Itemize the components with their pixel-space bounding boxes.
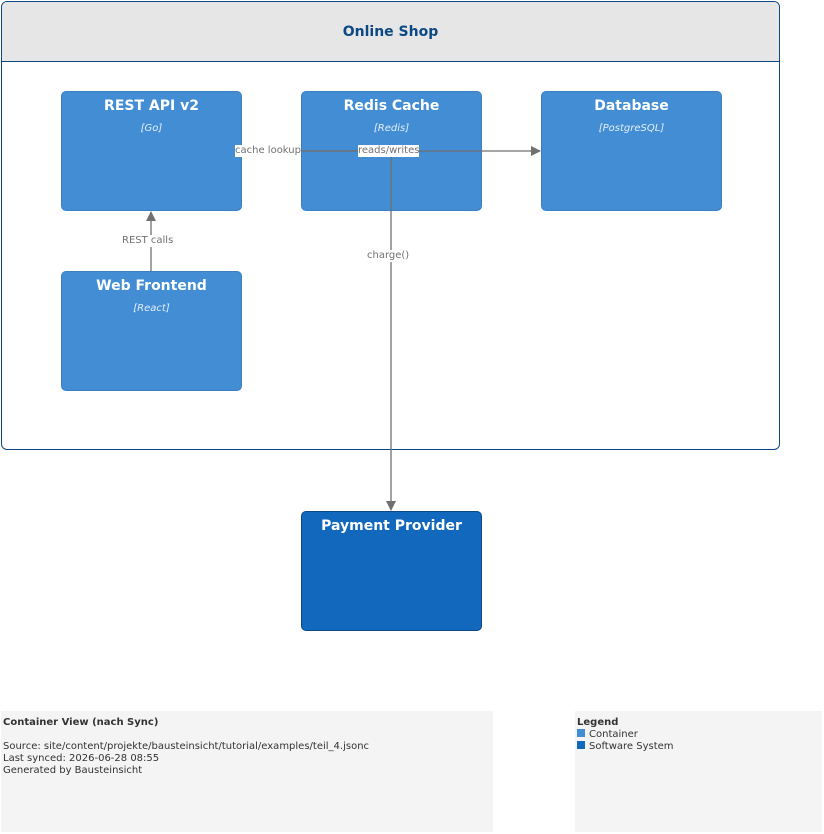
info-panel-title: Container View (nach Sync) bbox=[3, 717, 159, 728]
edge-label-rest-calls: REST calls bbox=[122, 235, 174, 247]
legend-item-container: Container bbox=[577, 729, 820, 741]
payment-provider-system[interactable]: Payment Provider bbox=[301, 511, 482, 631]
edge-label-charge: charge() bbox=[367, 250, 410, 262]
web-frontend-name: Web Frontend bbox=[96, 278, 207, 294]
software-system-swatch-icon bbox=[577, 741, 585, 749]
rest-api-container[interactable]: REST API v2 [Go] bbox=[61, 91, 242, 211]
web-frontend-technology: [React] bbox=[133, 303, 170, 314]
rest-api-name: REST API v2 bbox=[104, 98, 199, 114]
rest-api-technology: [Go] bbox=[140, 123, 163, 134]
database-name: Database bbox=[594, 98, 669, 114]
diagram-info-panel: Container View (nach Sync) Source: site/… bbox=[1, 711, 493, 832]
edge-label-reads-writes: reads/writes bbox=[358, 145, 420, 157]
boundary-title: Online Shop bbox=[342, 23, 439, 40]
payment-provider-name: Payment Provider bbox=[321, 518, 462, 534]
legend-title: Legend bbox=[577, 717, 619, 728]
web-frontend-container[interactable]: Web Frontend [React] bbox=[61, 271, 242, 391]
legend-item-software-system: Software System bbox=[577, 741, 820, 753]
database-technology: [PostgreSQL] bbox=[598, 123, 665, 134]
edge-label-cache-lookup: cache lookup bbox=[235, 145, 301, 157]
legend-panel: Legend Container Software System bbox=[575, 711, 822, 832]
info-panel-synced: Last synced: 2026-06-28 08:55 bbox=[3, 753, 160, 764]
legend-item-label: Container bbox=[589, 729, 638, 740]
info-panel-generated: Generated by Bausteinsicht bbox=[3, 765, 143, 776]
legend-item-label: Software System bbox=[589, 741, 674, 752]
boundary-header: Online Shop bbox=[2, 2, 779, 62]
redis-cache-name: Redis Cache bbox=[343, 98, 440, 114]
container-swatch-icon bbox=[577, 729, 585, 737]
info-panel-source: Source: site/content/projekte/bausteinsi… bbox=[3, 741, 370, 752]
redis-cache-technology: [Redis] bbox=[373, 123, 410, 134]
info-panel-spacer bbox=[3, 729, 491, 741]
database-container[interactable]: Database [PostgreSQL] bbox=[541, 91, 722, 211]
